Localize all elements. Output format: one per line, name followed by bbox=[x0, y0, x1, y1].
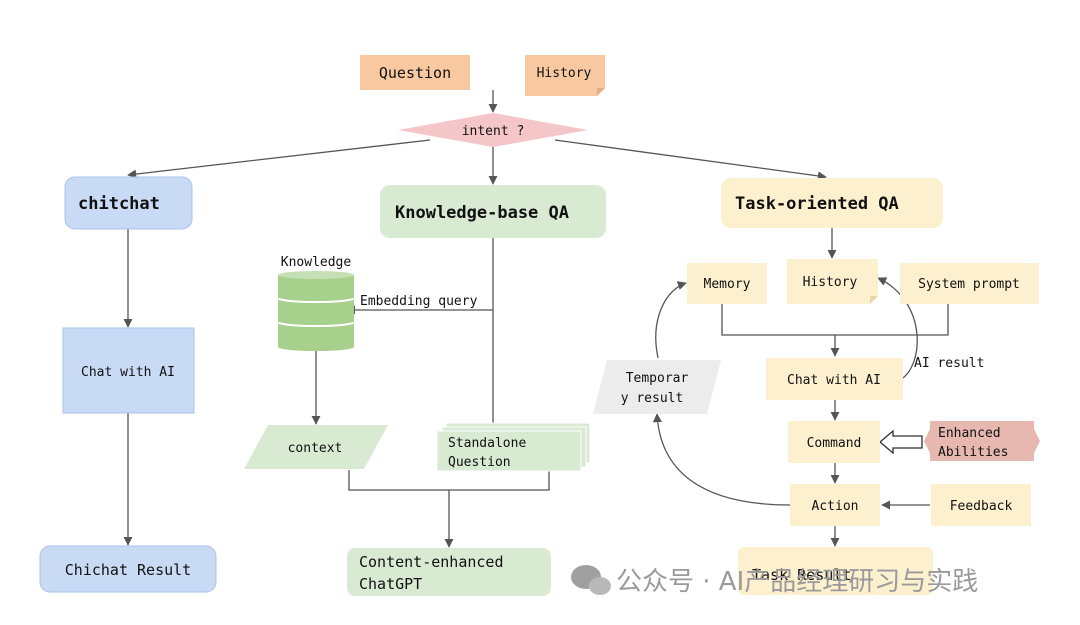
chat-ai-right-label: Chat with AI bbox=[787, 373, 881, 388]
node-task-qa: Task-oriented QA bbox=[721, 178, 943, 228]
node-memory: Memory bbox=[687, 263, 767, 304]
edge-intent-chitchat bbox=[127, 139, 431, 179]
node-feedback: Feedback bbox=[931, 484, 1031, 526]
question-box bbox=[360, 55, 470, 90]
node-chitchat: chitchat bbox=[64, 176, 193, 230]
node-content-enhanced: Content-enhanced ChatGPT bbox=[347, 548, 551, 596]
node-intent: intent ? bbox=[398, 113, 588, 147]
node-history-right: History bbox=[787, 259, 878, 304]
node-standalone-question: Standalone Question bbox=[436, 422, 591, 472]
node-chat-ai-left: Chat with AI bbox=[62, 327, 195, 414]
context-label: context bbox=[288, 441, 343, 456]
chitchat-box bbox=[64, 176, 193, 230]
kb-qa-label: Knowledge-base QA bbox=[395, 203, 569, 223]
intent-diamond bbox=[398, 113, 588, 147]
edge-temp-memory bbox=[655, 281, 687, 359]
edge-ai-result-history bbox=[877, 277, 918, 379]
kb-db-band-1 bbox=[277, 297, 355, 303]
node-temporary-result: Temporar y result bbox=[593, 360, 721, 414]
node-system-prompt: System prompt bbox=[900, 263, 1039, 304]
edge-enhanced-command bbox=[878, 429, 923, 455]
ai-result-label: AI result bbox=[914, 356, 984, 371]
node-task-result: Task Result bbox=[738, 547, 933, 595]
node-kb-qa: Knowledge-base QA bbox=[380, 185, 606, 238]
content-enhanced-label-line2: ChatGPT bbox=[359, 575, 422, 593]
chat-ai-left-label: Chat with AI bbox=[81, 365, 175, 380]
question-label: Question bbox=[379, 64, 451, 82]
system-prompt-box bbox=[900, 263, 1039, 304]
task-qa-box bbox=[721, 178, 943, 228]
kb-db-body bbox=[278, 275, 354, 347]
edge-action-temp bbox=[652, 413, 791, 506]
history-top-label: History bbox=[537, 66, 592, 81]
watermark: 公众号 · AI产品经理研习与实践 bbox=[571, 565, 978, 597]
node-chitchat-result: Chichat Result bbox=[39, 545, 217, 593]
task-result-box bbox=[738, 547, 933, 595]
action-label: Action bbox=[812, 499, 859, 514]
command-label: Command bbox=[807, 436, 862, 451]
node-command: Command bbox=[788, 421, 880, 463]
task-qa-label: Task-oriented QA bbox=[735, 194, 899, 214]
standalone-label-line1: Standalone bbox=[448, 436, 526, 451]
enhanced-label-line1: Enhanced bbox=[938, 426, 1001, 441]
kb-qa-box bbox=[380, 185, 606, 238]
node-knowledge-base: Knowledge base bbox=[277, 255, 355, 351]
node-action: Action bbox=[790, 484, 880, 526]
history-top-note bbox=[525, 55, 605, 96]
history-right-note bbox=[787, 259, 878, 304]
node-question: Question bbox=[360, 55, 470, 90]
node-context: context bbox=[244, 425, 388, 469]
chitchat-result-label: Chichat Result bbox=[65, 561, 191, 579]
enhanced-abilities-shape bbox=[924, 421, 1040, 461]
kb-db-band-2 bbox=[277, 321, 355, 327]
standalone-stack-front bbox=[436, 430, 582, 472]
kb-db-bottom bbox=[278, 343, 354, 351]
content-enhanced-box bbox=[347, 548, 551, 596]
history-right-label: History bbox=[803, 275, 858, 290]
chat-ai-left-box bbox=[62, 327, 195, 414]
temp-result-label-line1: Temporar bbox=[626, 371, 689, 386]
watermark-text: 公众号 · AI产品经理研习与实践 bbox=[616, 567, 978, 597]
node-enhanced-abilities: Enhanced Abilities bbox=[924, 421, 1040, 461]
chitchat-label: chitchat bbox=[78, 194, 160, 214]
embedding-query-label: Embedding query bbox=[360, 294, 478, 309]
history-top-fold bbox=[597, 88, 605, 96]
task-result-label: Task Result bbox=[752, 566, 851, 584]
intent-label: intent ? bbox=[462, 124, 525, 139]
temp-result-shape bbox=[593, 360, 721, 414]
edge-intent-taskqa bbox=[554, 139, 827, 181]
system-prompt-label: System prompt bbox=[918, 277, 1020, 292]
node-history-top: History bbox=[525, 55, 605, 96]
chitchat-result-box bbox=[39, 545, 217, 593]
wechat-icon-bubble bbox=[589, 577, 611, 595]
memory-label: Memory bbox=[704, 277, 751, 292]
action-box bbox=[790, 484, 880, 526]
chat-ai-right-box bbox=[766, 358, 903, 400]
kb-db-top bbox=[278, 271, 354, 279]
edges bbox=[123, 90, 949, 548]
command-box bbox=[788, 421, 880, 463]
feedback-label: Feedback bbox=[950, 499, 1013, 514]
kb-db-label-line1: Knowledge bbox=[281, 255, 352, 270]
edge-merge-bracket bbox=[348, 470, 550, 491]
node-chat-ai-right: Chat with AI bbox=[766, 358, 903, 400]
enhanced-label-line2: Abilities bbox=[938, 445, 1008, 460]
feedback-box bbox=[931, 484, 1031, 526]
history-right-fold bbox=[870, 296, 878, 304]
standalone-label-line2: Question bbox=[448, 455, 511, 470]
temp-result-label-line2: y result bbox=[621, 391, 684, 406]
memory-box bbox=[687, 263, 767, 304]
context-shape bbox=[244, 425, 388, 469]
content-enhanced-label-line1: Content-enhanced bbox=[359, 553, 504, 571]
